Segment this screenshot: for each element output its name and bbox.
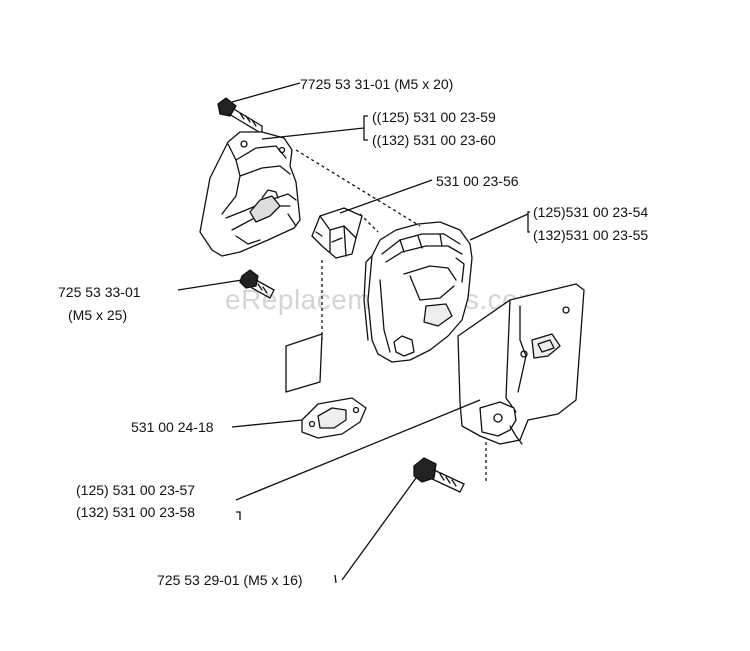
screw-bottom	[413, 457, 465, 493]
label-screw-left-pn: 725 53 33-01	[58, 284, 141, 300]
label-screw-top: 7725 53 31-01 (M5 x 20)	[300, 76, 454, 92]
label-muffler-132: (132)531 00 23-55	[533, 227, 649, 243]
deflector-plate	[457, 283, 585, 445]
label-bracket: 531 00 23-56	[436, 173, 519, 189]
bracket	[311, 207, 363, 259]
label-cover-125: ((125) 531 00 23-59	[372, 109, 496, 125]
muffler-cover	[199, 131, 301, 257]
gasket	[301, 397, 367, 439]
label-cover-132: ((132) 531 00 23-60	[372, 132, 496, 148]
label-plate-125: (125) 531 00 23-57	[76, 482, 196, 498]
spark-screen	[285, 333, 323, 393]
muffler-body	[363, 221, 473, 363]
label-plate-132: (132) 531 00 23-58	[76, 504, 196, 520]
label-muffler-125: (125)531 00 23-54	[533, 204, 649, 220]
label-screw-left-size: (M5 x 25)	[68, 307, 128, 323]
leader-lines	[177, 82, 530, 584]
label-gasket: 531 00 24-18	[131, 419, 214, 435]
screw-top	[217, 97, 263, 133]
screw-left	[239, 269, 275, 299]
label-screw-bottom: 725 53 29-01 (M5 x 16)	[157, 572, 303, 588]
